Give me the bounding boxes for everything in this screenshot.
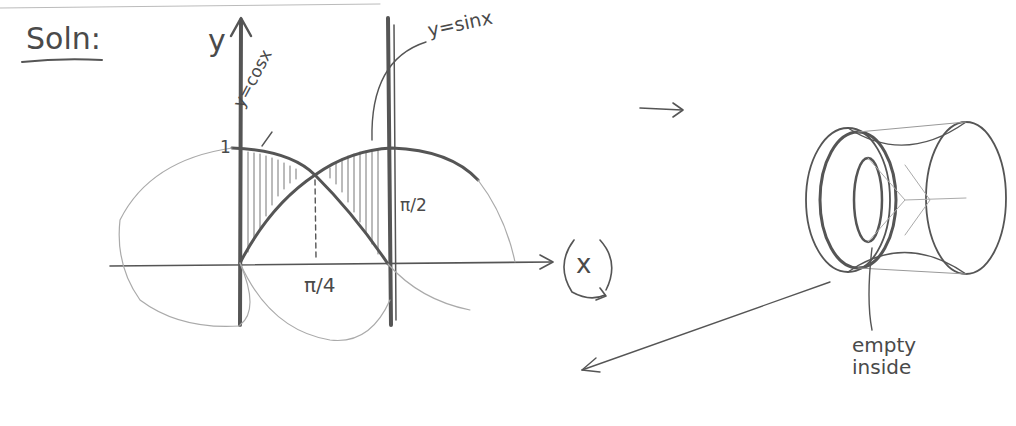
shading bbox=[248, 150, 378, 254]
page-line bbox=[0, 4, 380, 8]
tick-label: π/2 bbox=[400, 196, 427, 215]
cos-curve bbox=[232, 148, 388, 264]
axis-label: y bbox=[208, 24, 226, 57]
faint-sketch bbox=[119, 148, 515, 341]
solid-of-revolution bbox=[806, 122, 1006, 274]
dashed-guide bbox=[315, 180, 316, 258]
arrow bbox=[582, 358, 600, 372]
curve-label: y=sinx bbox=[426, 7, 495, 41]
tick-label: 1 bbox=[220, 138, 231, 157]
arrow bbox=[582, 282, 830, 370]
y-axis bbox=[240, 20, 241, 325]
leader-line bbox=[372, 42, 426, 140]
leader-line bbox=[262, 132, 272, 146]
arrow bbox=[640, 108, 682, 110]
rotation-arrow bbox=[600, 240, 612, 290]
sin-curve bbox=[240, 148, 478, 263]
solution-heading: Soln: bbox=[26, 22, 101, 55]
axis-arrow bbox=[231, 18, 251, 36]
x-axis bbox=[110, 262, 552, 266]
note: empty inside bbox=[852, 334, 922, 378]
boundary-line bbox=[394, 25, 396, 320]
curve-label: y=cosx bbox=[229, 46, 275, 110]
arrow bbox=[673, 103, 683, 117]
underline bbox=[22, 59, 102, 62]
rotation-arrow bbox=[564, 240, 605, 298]
tick-label: π/4 bbox=[304, 274, 336, 296]
leader-line bbox=[869, 248, 872, 330]
axis-label: x bbox=[576, 250, 591, 279]
boundary-line bbox=[388, 18, 391, 325]
axis-arrow bbox=[540, 255, 553, 269]
rotation-arrow bbox=[596, 288, 606, 300]
